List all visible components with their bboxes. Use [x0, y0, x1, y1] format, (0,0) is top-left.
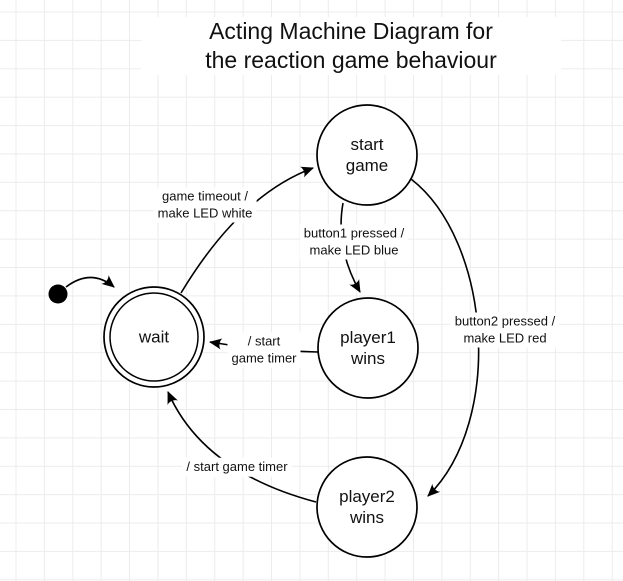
edge-player2-wins-to-wait — [167, 391, 317, 503]
edge-label-button1-pressed: button1 pressed / make LED blue — [299, 224, 409, 260]
initial-state-dot — [48, 284, 68, 304]
state-circle-wait-inner — [109, 292, 199, 382]
state-circle-start-game — [316, 104, 418, 206]
edge-label-start-game-timer-2: / start game timer — [182, 457, 292, 477]
state-circle-player1-wins — [317, 297, 419, 399]
edge-label-game-timeout: game timeout / make LED white — [153, 187, 257, 223]
state-circle-wait-outer — [103, 286, 205, 388]
diagram-title: Acting Machine Diagram for the reaction … — [141, 17, 561, 75]
edge-initial-to-wait — [65, 275, 115, 288]
edge-label-start-game-timer-1: / start game timer — [227, 332, 301, 368]
edge-label-button2-pressed: button2 pressed / make LED red — [450, 312, 560, 348]
state-circle-player2-wins — [316, 456, 418, 558]
